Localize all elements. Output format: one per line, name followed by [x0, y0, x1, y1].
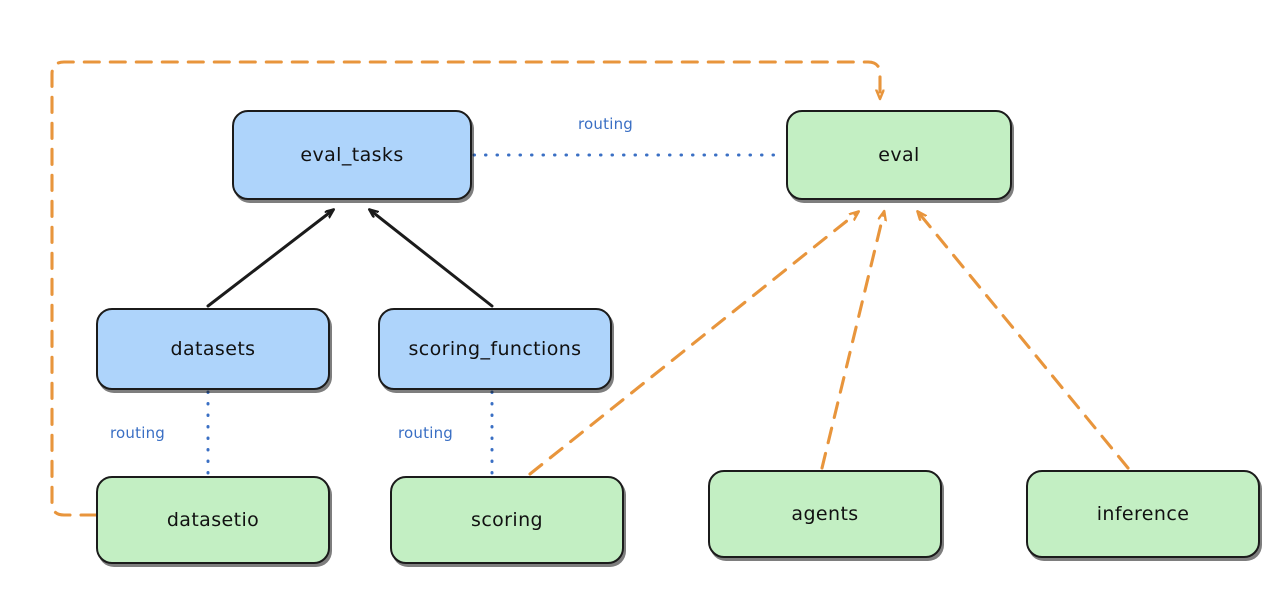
edge-label-routing-scoring-functions-scoring: routing: [398, 424, 453, 442]
node-datasets[interactable]: datasets: [96, 308, 330, 390]
node-label: inference: [1096, 503, 1190, 525]
edge-inference-to-eval: [918, 212, 1130, 470]
node-label: datasets: [170, 338, 256, 360]
node-label: eval: [878, 144, 920, 166]
edge-scoring_functions-to-eval_tasks: [370, 210, 494, 308]
node-scoring-functions[interactable]: scoring_functions: [378, 308, 612, 390]
node-label: agents: [791, 503, 859, 525]
node-inference[interactable]: inference: [1026, 470, 1260, 558]
edge-agents-to-eval: [820, 212, 884, 470]
edge-scoring-to-eval: [528, 212, 858, 476]
node-eval-tasks[interactable]: eval_tasks: [232, 110, 472, 200]
node-label: scoring_functions: [408, 338, 582, 360]
edge-label-routing-eval-tasks-eval: routing: [578, 115, 633, 133]
edge-datasets-to-eval_tasks: [206, 210, 333, 308]
node-label: eval_tasks: [300, 144, 404, 166]
node-label: scoring: [471, 509, 543, 531]
node-datasetio[interactable]: datasetio: [96, 476, 330, 564]
node-eval[interactable]: eval: [786, 110, 1012, 200]
node-agents[interactable]: agents: [708, 470, 942, 558]
node-scoring[interactable]: scoring: [390, 476, 624, 564]
edge-datasetio-to-eval: [50, 60, 880, 517]
node-label: datasetio: [166, 509, 260, 531]
edge-label-routing-datasets-datasetio: routing: [110, 424, 165, 442]
